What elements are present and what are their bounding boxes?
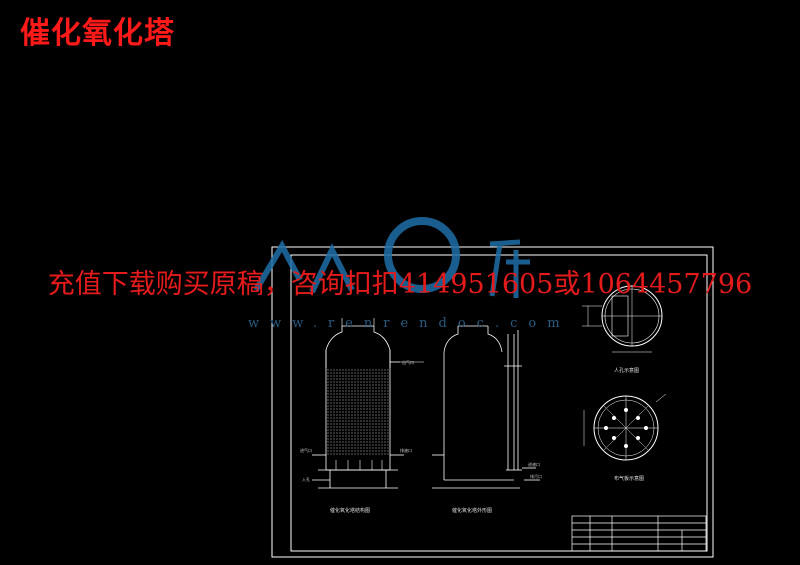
page-title: 催化氧化塔 <box>20 16 175 51</box>
plate-holes <box>604 408 648 448</box>
vessel-section-view <box>312 325 424 489</box>
renrendoc-logo-icon <box>253 217 530 298</box>
vessel-outline-view <box>432 325 540 489</box>
sheet-outer-frame <box>271 246 714 558</box>
caption-top-right: 人孔示意图 <box>614 367 639 374</box>
watermark-text: 充值下载购买原稿，咨询扣扣414951605或1064457796 <box>47 269 753 300</box>
svg-text:进液口: 进液口 <box>528 461 540 467</box>
title-block <box>571 515 707 552</box>
svg-text:排污口: 排污口 <box>530 473 542 479</box>
svg-text:入孔: 入孔 <box>302 476 310 482</box>
svg-text:排液口: 排液口 <box>400 447 412 453</box>
svg-text:出气口: 出气口 <box>402 359 414 365</box>
caption-middle: 催化氧化塔外形图 <box>452 507 492 514</box>
caption-left: 催化氧化塔结构图 <box>330 507 370 514</box>
catalyst-bed-hatch <box>327 369 389 455</box>
caption-bottom-right: 布气板示意图 <box>614 475 644 482</box>
svg-text:进气口: 进气口 <box>300 447 312 453</box>
watermark-url: www.renrendoc.com <box>248 316 571 331</box>
top-view-circle <box>582 285 663 353</box>
distributor-plate <box>583 393 667 461</box>
